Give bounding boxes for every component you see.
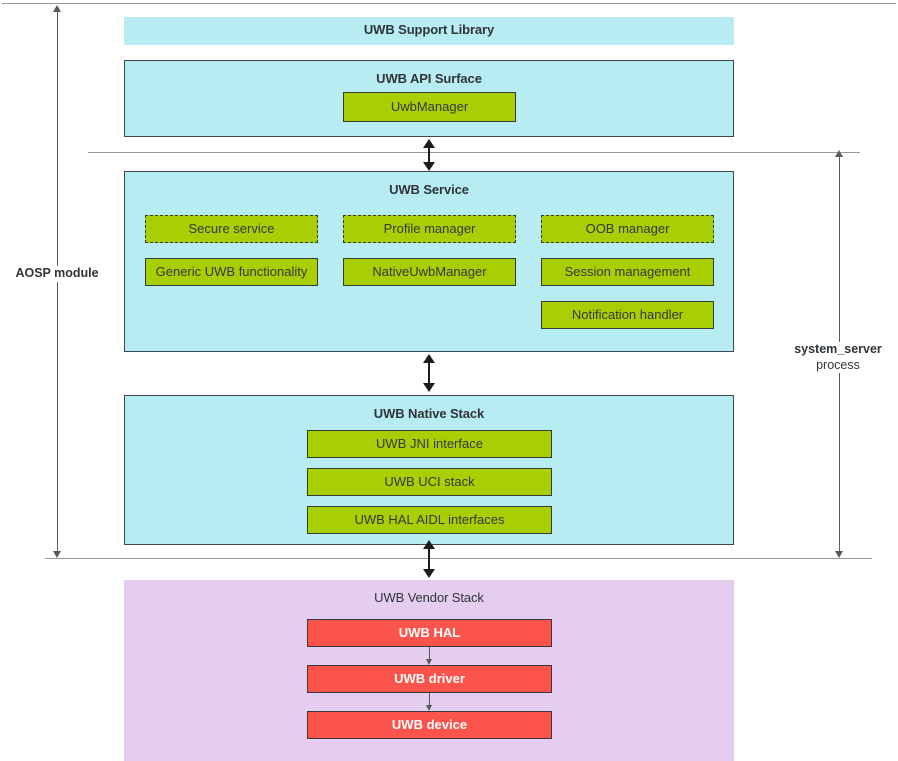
aosp-module-label: AOSP module xyxy=(2,266,112,282)
node-secure-service[interactable]: Secure service xyxy=(145,215,318,243)
system-server-span-arrowhead-bottom xyxy=(835,551,843,558)
connector-driver-to-device-arrowhead xyxy=(426,705,432,711)
connector-native-to-vendor-arrow-up xyxy=(423,540,435,549)
layer-api-surface: UWB API Surface xyxy=(124,60,734,137)
system-server-span-arrowhead-top xyxy=(835,150,843,157)
layer-uwb-service-title: UWB Service xyxy=(389,182,469,197)
connector-service-to-native-shaft xyxy=(428,360,430,386)
node-uwb-driver[interactable]: UWB driver xyxy=(307,665,552,693)
connector-api-to-service-shaft xyxy=(428,145,430,165)
connector-hal-to-driver-arrowhead xyxy=(426,659,432,665)
system-server-process-label: system_server process xyxy=(778,342,898,374)
connector-native-to-vendor-shaft xyxy=(428,546,430,572)
node-generic-uwb-functionality-label: Generic UWB functionality xyxy=(155,263,308,279)
node-uwb-jni-interface-label: UWB JNI interface xyxy=(376,435,483,451)
node-uwb-manager[interactable]: UwbManager xyxy=(343,92,516,122)
connector-native-to-vendor-arrow-down xyxy=(423,569,435,578)
node-uwb-jni-interface[interactable]: UWB JNI interface xyxy=(307,430,552,458)
layer-support-library-title: UWB Support Library xyxy=(363,22,495,37)
connector-api-to-service xyxy=(423,139,435,171)
top-boundary-rule xyxy=(2,3,896,4)
node-uwb-uci-stack[interactable]: UWB UCI stack xyxy=(307,468,552,496)
connector-service-to-native xyxy=(423,354,435,392)
node-session-management[interactable]: Session management xyxy=(541,258,714,286)
layer-support-library: UWB Support Library xyxy=(124,17,734,45)
node-oob-manager[interactable]: OOB manager xyxy=(541,215,714,243)
node-generic-uwb-functionality[interactable]: Generic UWB functionality xyxy=(145,258,318,286)
connector-service-to-native-arrow-up xyxy=(423,354,435,363)
native-vendor-boundary-rule xyxy=(45,558,872,559)
connector-hal-to-driver-shaft xyxy=(429,647,430,660)
layer-native-stack-title: UWB Native Stack xyxy=(373,406,485,421)
connector-service-to-native-arrow-down xyxy=(423,383,435,392)
connector-api-to-service-arrow-down xyxy=(423,162,435,171)
node-uwb-uci-stack-label: UWB UCI stack xyxy=(384,473,475,489)
system-server-label-text: system_server xyxy=(794,342,882,356)
node-native-uwb-manager[interactable]: NativeUwbManager xyxy=(343,258,516,286)
node-profile-manager-label: Profile manager xyxy=(383,220,476,236)
aosp-module-label-text: AOSP module xyxy=(15,266,99,280)
node-uwb-hal-label: UWB HAL xyxy=(398,624,461,640)
node-uwb-driver-label: UWB driver xyxy=(394,670,465,686)
node-profile-manager[interactable]: Profile manager xyxy=(343,215,516,243)
node-notification-handler-label: Notification handler xyxy=(571,306,684,322)
node-uwb-hal-aidl-interfaces[interactable]: UWB HAL AIDL interfaces xyxy=(307,506,552,534)
api-service-boundary-rule xyxy=(88,152,860,153)
node-oob-manager-label: OOB manager xyxy=(585,220,670,236)
node-uwb-device[interactable]: UWB device xyxy=(307,711,552,739)
connector-driver-to-device-shaft xyxy=(429,693,430,706)
node-uwb-manager-label: UwbManager xyxy=(390,98,469,114)
aosp-span-arrowhead-top xyxy=(53,5,61,12)
process-label-text: process xyxy=(816,357,860,372)
node-notification-handler[interactable]: Notification handler xyxy=(541,301,714,329)
node-secure-service-label: Secure service xyxy=(188,220,275,236)
layer-vendor-stack-title: UWB Vendor Stack xyxy=(374,590,484,605)
node-session-management-label: Session management xyxy=(564,263,691,279)
aosp-span-arrowhead-bottom xyxy=(53,551,61,558)
connector-hal-to-driver xyxy=(426,647,433,665)
connector-driver-to-device xyxy=(426,693,433,711)
connector-api-to-service-arrow-up xyxy=(423,139,435,148)
connector-native-to-vendor xyxy=(423,540,435,578)
node-uwb-hal-aidl-interfaces-label: UWB HAL AIDL interfaces xyxy=(354,511,505,527)
node-native-uwb-manager-label: NativeUwbManager xyxy=(372,263,487,279)
node-uwb-hal[interactable]: UWB HAL xyxy=(307,619,552,647)
layer-api-surface-title: UWB API Surface xyxy=(376,71,482,86)
node-uwb-device-label: UWB device xyxy=(391,716,468,732)
